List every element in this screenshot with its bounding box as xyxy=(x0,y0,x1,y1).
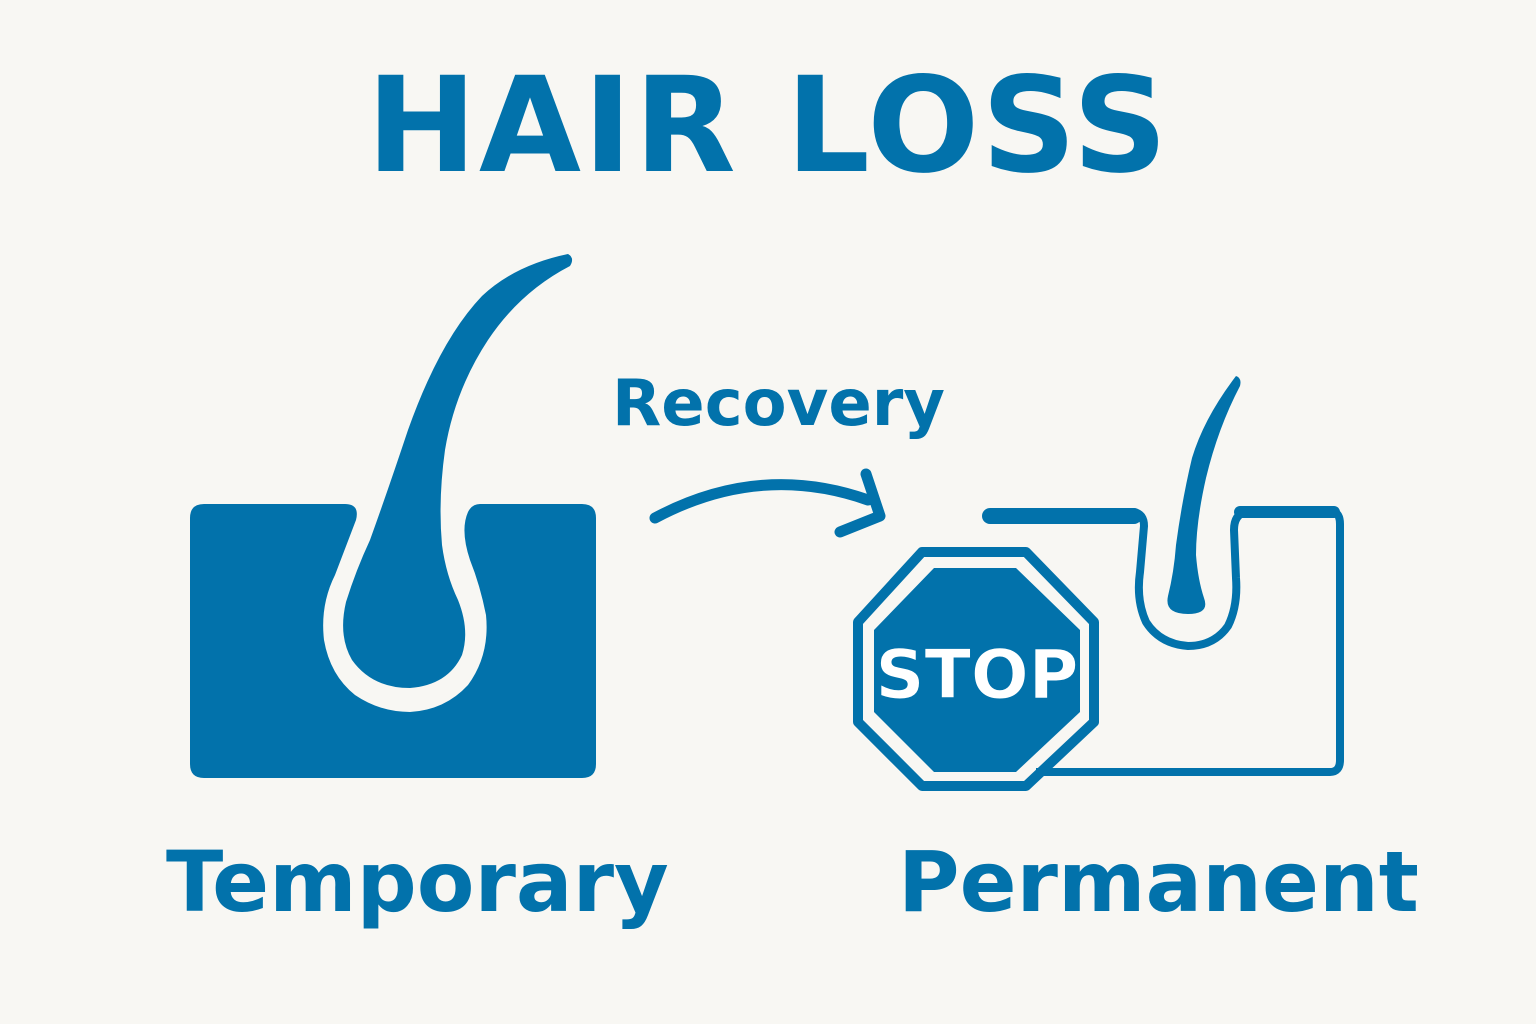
shrunken-follicle-icon xyxy=(982,376,1344,776)
stop-sign-face xyxy=(874,568,1080,772)
stop-sign-icon: STOP xyxy=(853,547,1099,791)
temporary-label: Temporary xyxy=(166,833,669,931)
skin-outline xyxy=(1000,508,1344,776)
diagram-title: HAIR LOSS xyxy=(366,49,1170,203)
arrow-head xyxy=(834,468,886,538)
hair-strand xyxy=(343,254,573,688)
hair-follicle-in-skin-icon xyxy=(190,254,596,778)
arrow-shaft xyxy=(649,479,874,524)
curved-arrow-icon xyxy=(649,468,886,538)
permanent-label: Permanent xyxy=(898,833,1419,931)
skin-block xyxy=(190,504,596,778)
recovery-label: Recovery xyxy=(612,367,945,441)
stop-sign-text: STOP xyxy=(875,636,1078,715)
stop-sign-outer-ring xyxy=(853,547,1099,791)
shrunken-hair xyxy=(1167,376,1241,614)
